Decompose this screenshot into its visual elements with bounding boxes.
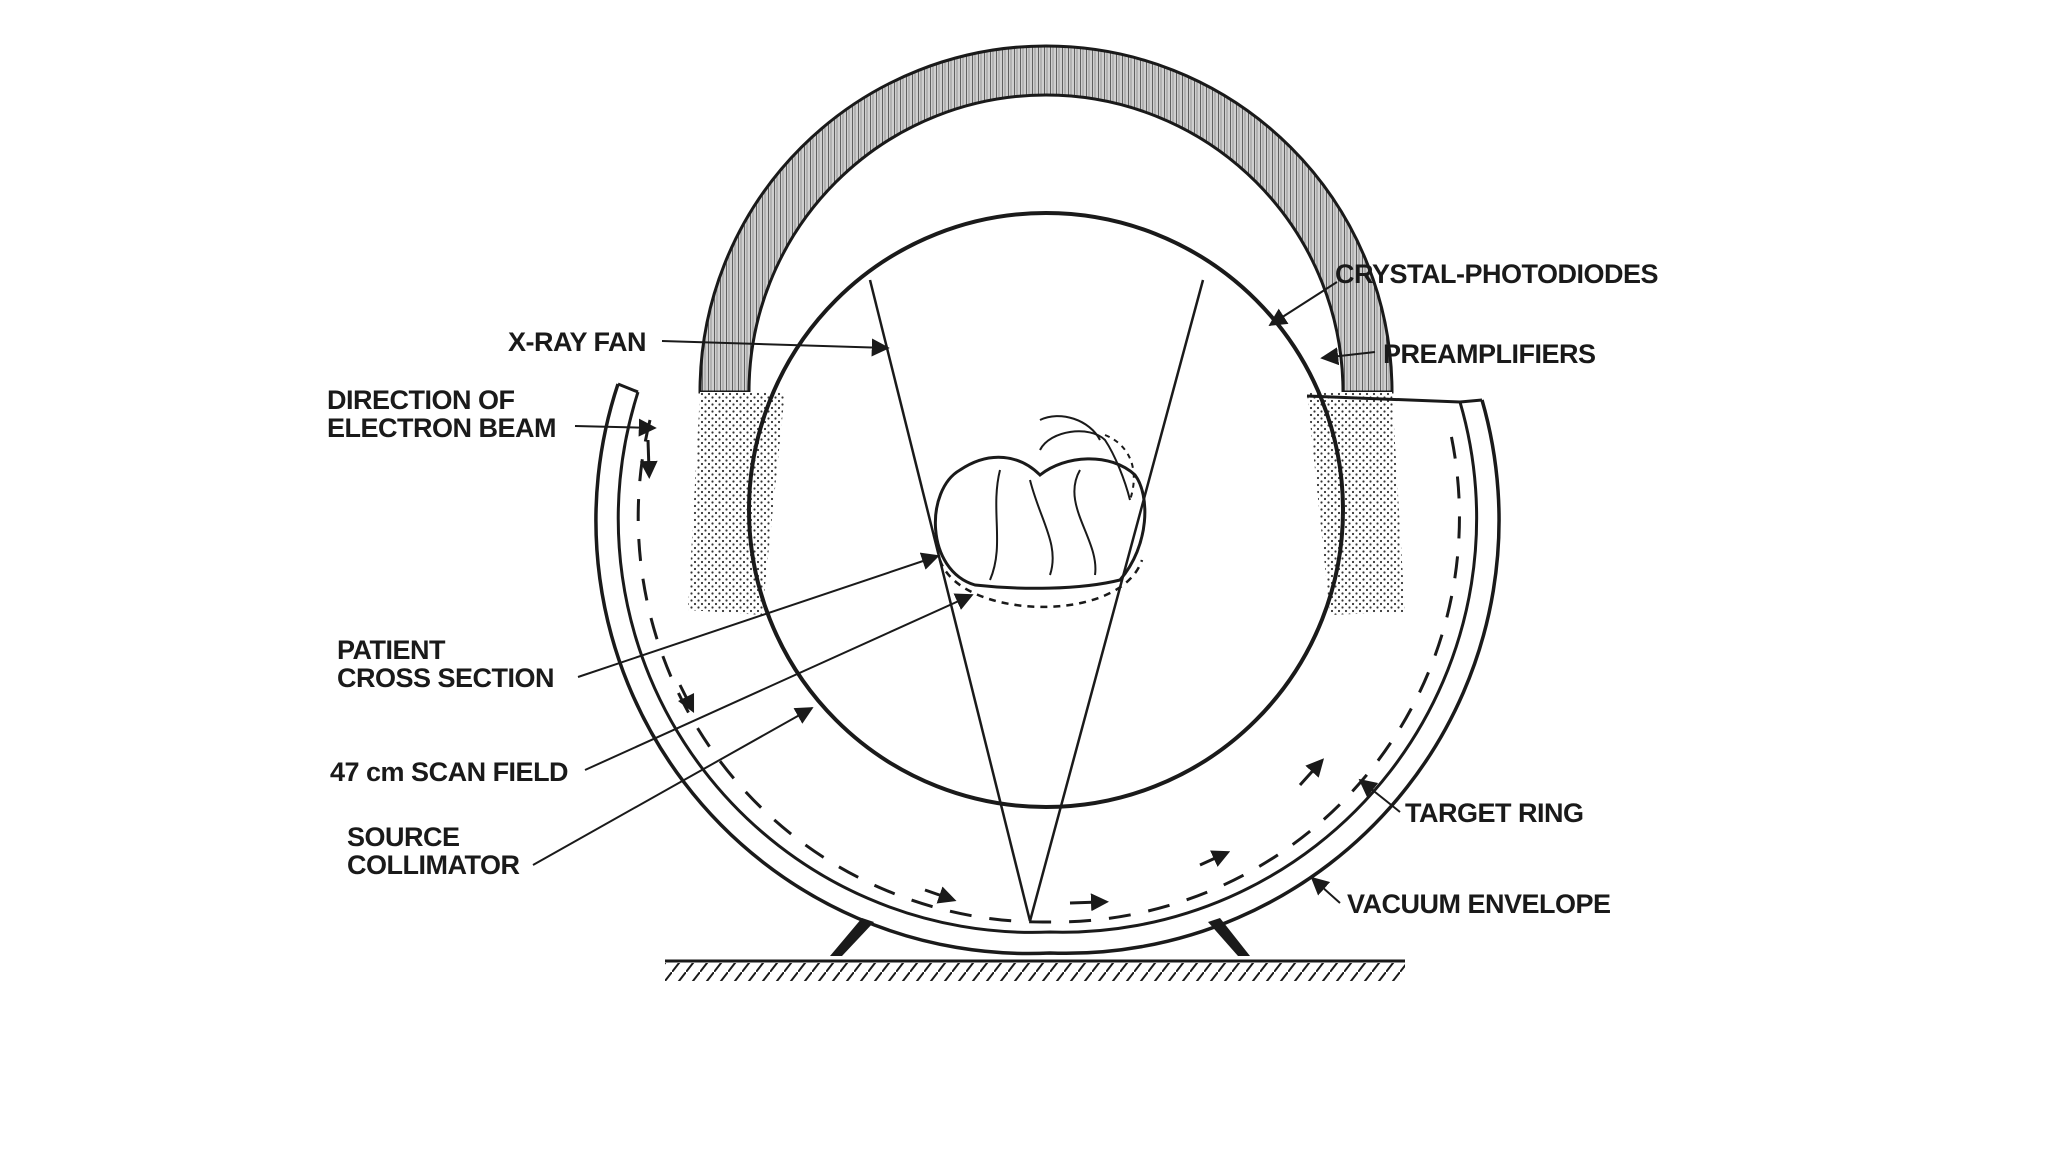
label-scan-field: 47 cm SCAN FIELD bbox=[330, 757, 568, 787]
label-direction-of: DIRECTION OF bbox=[327, 385, 515, 415]
label-patient: PATIENT bbox=[337, 635, 446, 665]
envelope-right-end bbox=[1460, 400, 1482, 402]
ground bbox=[665, 961, 1405, 981]
label-preamplifiers: PREAMPLIFIERS bbox=[1383, 339, 1596, 369]
label-target-ring: TARGET RING bbox=[1405, 798, 1584, 828]
label-source: SOURCE bbox=[347, 822, 460, 852]
label-collimator: COLLIMATOR bbox=[347, 850, 519, 880]
label-crystal-photodiodes: CRYSTAL-PHOTODIODES bbox=[1335, 259, 1658, 289]
label-cross-section: CROSS SECTION bbox=[337, 663, 554, 693]
label-electron-beam: ELECTRON BEAM bbox=[327, 413, 556, 443]
label-xray-fan: X-RAY FAN bbox=[508, 327, 646, 357]
label-vacuum-envelope: VACUUM ENVELOPE bbox=[1347, 889, 1611, 919]
